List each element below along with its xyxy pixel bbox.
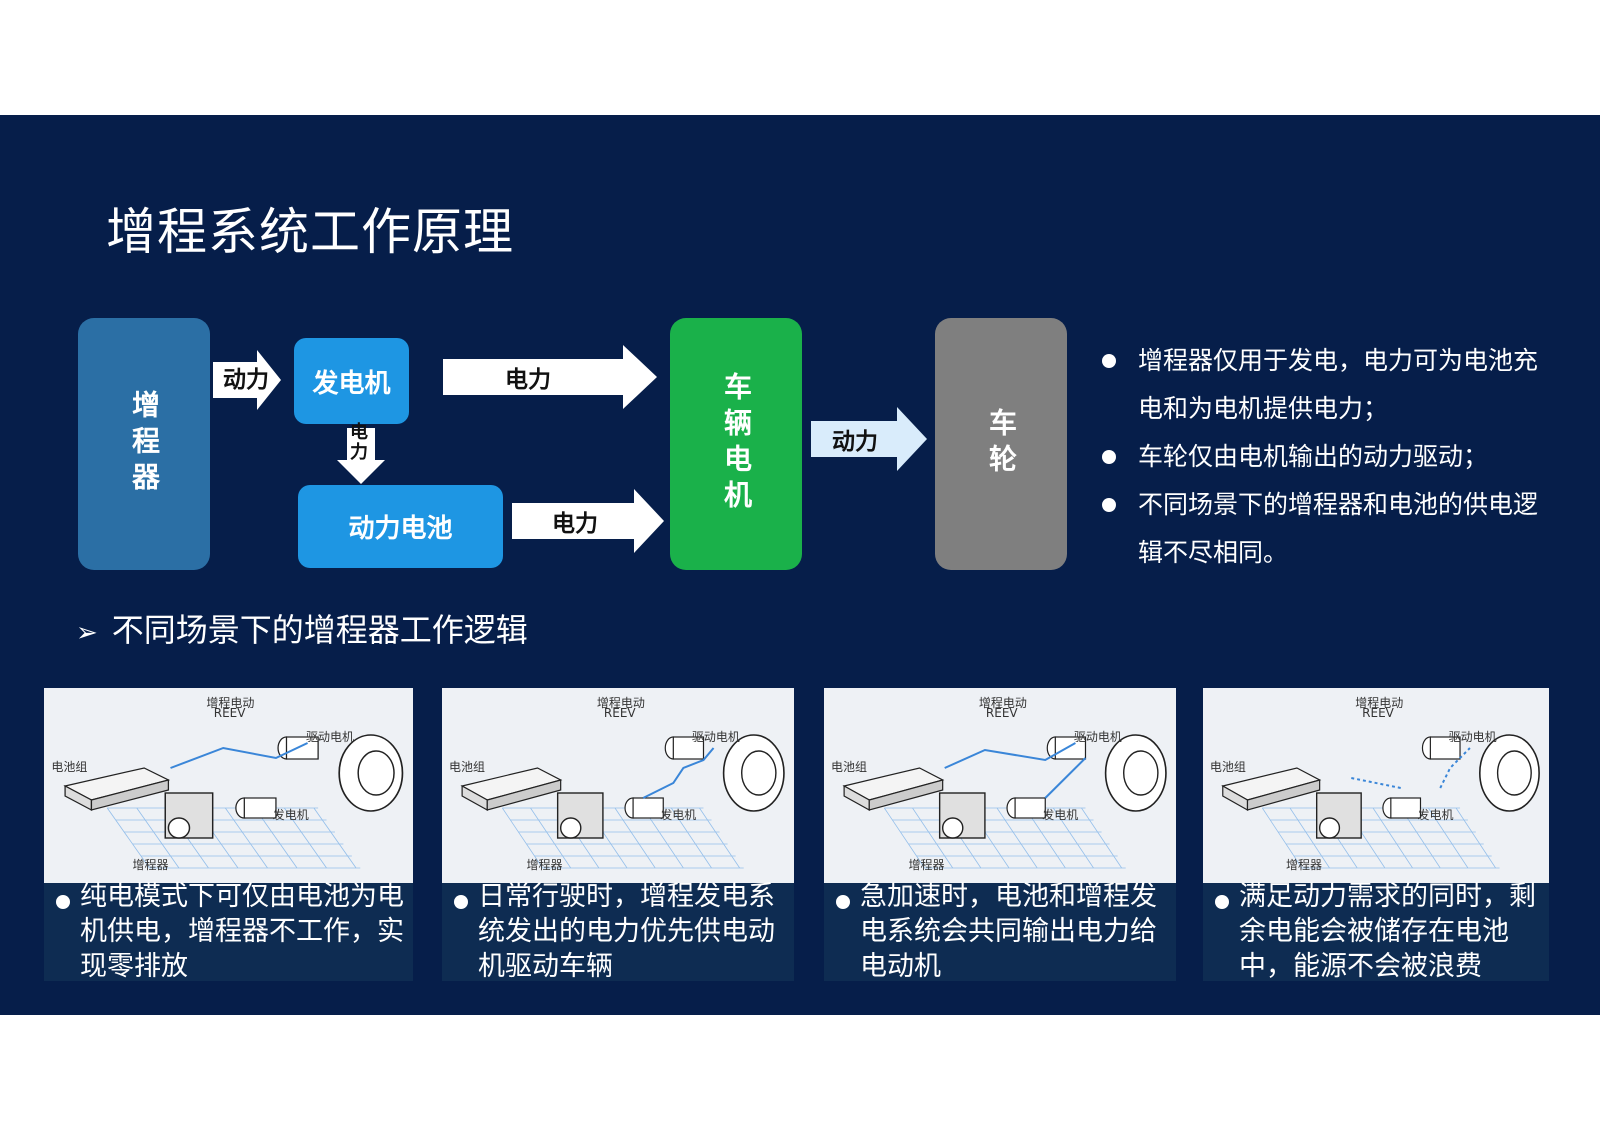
arrow-power-1 bbox=[213, 350, 281, 410]
scenario-caption: 纯电模式下可仅由电池为电机供电，增程器不工作，实现零排放 bbox=[44, 881, 413, 982]
illustration-label-generator: 发电机 bbox=[1042, 808, 1079, 822]
arrow-electric-2 bbox=[512, 489, 664, 553]
illustration-label-motor: 驱动电机 bbox=[691, 730, 740, 744]
illustration-label-motor: 驱动电机 bbox=[1448, 730, 1497, 744]
arrow-electric-2-label: 电力 bbox=[552, 511, 598, 537]
illustration-label-top-cn: 增程电动 bbox=[206, 696, 255, 710]
arrow-electric-down-label: 电力 bbox=[350, 422, 368, 463]
illustration-label-top-cn: 增程电动 bbox=[596, 696, 645, 710]
illustration-label-top-cn: 增程电动 bbox=[1355, 696, 1404, 710]
illustration-label-motor: 驱动电机 bbox=[305, 730, 354, 744]
key-point: 不同场景下的增程器和电池的供电逻辑不尽相同。 bbox=[1102, 481, 1562, 577]
arrow-power-2 bbox=[811, 407, 927, 471]
drivetrain-schematic bbox=[842, 734, 1167, 869]
illustration-label-generator: 发电机 bbox=[1417, 808, 1454, 822]
key-point: 车轮仅由电机输出的动力驱动； bbox=[1102, 433, 1562, 481]
arrow-electric-down bbox=[337, 428, 385, 484]
illustration-label-battery: 电池组 bbox=[449, 760, 486, 774]
illustration-label-top-cn: 增程电动 bbox=[978, 696, 1027, 710]
illustration-label-top-en: REEV bbox=[1362, 706, 1394, 720]
drivetrain-schematic bbox=[63, 734, 404, 869]
scenario-caption: 日常行驶时，增程发电系统发出的电力优先供电动机驱动车辆 bbox=[442, 881, 794, 982]
illustration-label-extender: 增程器 bbox=[132, 858, 169, 872]
generator-label: 发电机 bbox=[312, 368, 391, 399]
arrow-power-1-label: 动力 bbox=[223, 367, 269, 393]
illustration-label-battery: 电池组 bbox=[831, 760, 868, 774]
range-extender-block: 增程器 bbox=[78, 318, 210, 570]
arrow-power-2-label: 动力 bbox=[832, 429, 878, 455]
wheel-block: 车轮 bbox=[935, 318, 1067, 570]
illustration-label-motor: 驱动电机 bbox=[1073, 730, 1122, 744]
arrowhead-icon: ➢ bbox=[76, 618, 98, 648]
illustration-label-extender: 增程器 bbox=[908, 858, 945, 872]
arrow-electric-1 bbox=[443, 345, 657, 409]
battery-label: 动力电池 bbox=[348, 514, 453, 544]
battery-block: 动力电池 bbox=[298, 485, 503, 568]
illustration-label-extender: 增程器 bbox=[1286, 858, 1323, 872]
slide: 增程系统工作原理 增程器 发电机 动力电池 车辆电机 车轮 动力 电力 电力 电… bbox=[0, 115, 1600, 1015]
key-point: 增程器仅用于发电，电力可为电池充电和为电机提供电力； bbox=[1102, 337, 1562, 433]
illustration-label-top-en: REEV bbox=[985, 706, 1018, 720]
illustration-label-top-en: REEV bbox=[213, 706, 246, 720]
vehicle-motor-label: 车辆电机 bbox=[720, 372, 753, 516]
section-subheading: ➢不同场景下的增程器工作逻辑 bbox=[76, 611, 528, 649]
illustration-label-battery: 电池组 bbox=[51, 760, 88, 774]
illustration-label-extender: 增程器 bbox=[526, 858, 563, 872]
illustration-label-generator: 发电机 bbox=[660, 808, 697, 822]
illustration-label-top-en: REEV bbox=[603, 706, 636, 720]
drivetrain-schematic bbox=[1221, 734, 1540, 869]
illustration-label-battery: 电池组 bbox=[1209, 760, 1246, 774]
key-points: 增程器仅用于发电，电力可为电池充电和为电机提供电力； 车轮仅由电机输出的动力驱动… bbox=[1102, 337, 1562, 577]
scenario-caption: 急加速时，电池和增程发电系统会共同输出电力给电动机 bbox=[824, 881, 1176, 982]
vehicle-motor-block: 车辆电机 bbox=[670, 318, 802, 570]
generator-block: 发电机 bbox=[294, 338, 409, 424]
wheel-label: 车轮 bbox=[985, 408, 1018, 480]
arrow-electric-1-label: 电力 bbox=[505, 367, 551, 393]
range-extender-label: 增程器 bbox=[128, 390, 161, 498]
scenario-caption: 满足动力需求的同时，剩余电能会被储存在电池中，能源不会被浪费 bbox=[1203, 881, 1549, 982]
slide-title: 增程系统工作原理 bbox=[106, 203, 514, 261]
drivetrain-schematic bbox=[460, 734, 785, 869]
illustration-label-generator: 发电机 bbox=[272, 808, 309, 822]
